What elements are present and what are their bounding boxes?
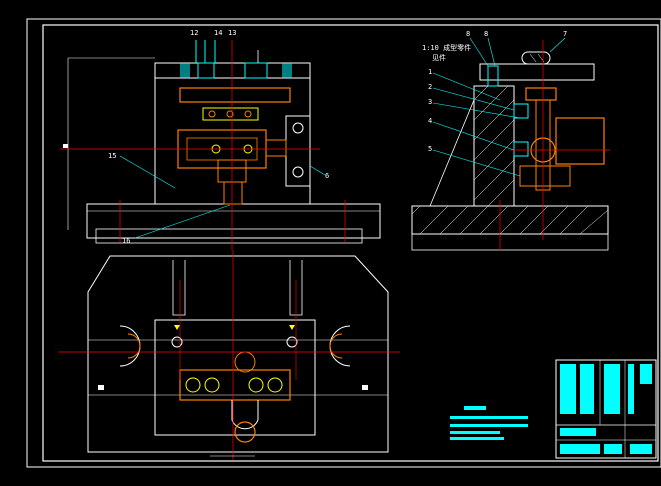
label-15: 15	[108, 152, 116, 160]
label-16: 16	[122, 237, 130, 245]
label-14: 14	[214, 29, 222, 37]
title-block	[555, 359, 657, 459]
label-4: 4	[428, 117, 432, 125]
sheet-border	[26, 18, 661, 468]
label-2: 2	[428, 83, 432, 91]
side-note-2: 见件	[432, 53, 446, 62]
top-view	[58, 250, 400, 460]
inner-frame	[42, 24, 659, 462]
label-8a: 8	[466, 30, 470, 38]
technical-notes	[450, 406, 528, 440]
label-6: 6	[325, 172, 329, 180]
label-5: 5	[428, 145, 432, 153]
label-7: 7	[563, 30, 567, 38]
label-3: 3	[428, 98, 432, 106]
front-view	[60, 40, 381, 250]
label-12: 12	[190, 29, 198, 37]
side-note: 1:10 成型零件	[422, 43, 471, 52]
side-view	[411, 37, 610, 251]
label-1: 1	[428, 68, 432, 76]
label-8b: 8	[484, 30, 488, 38]
label-13: 13	[228, 29, 236, 37]
